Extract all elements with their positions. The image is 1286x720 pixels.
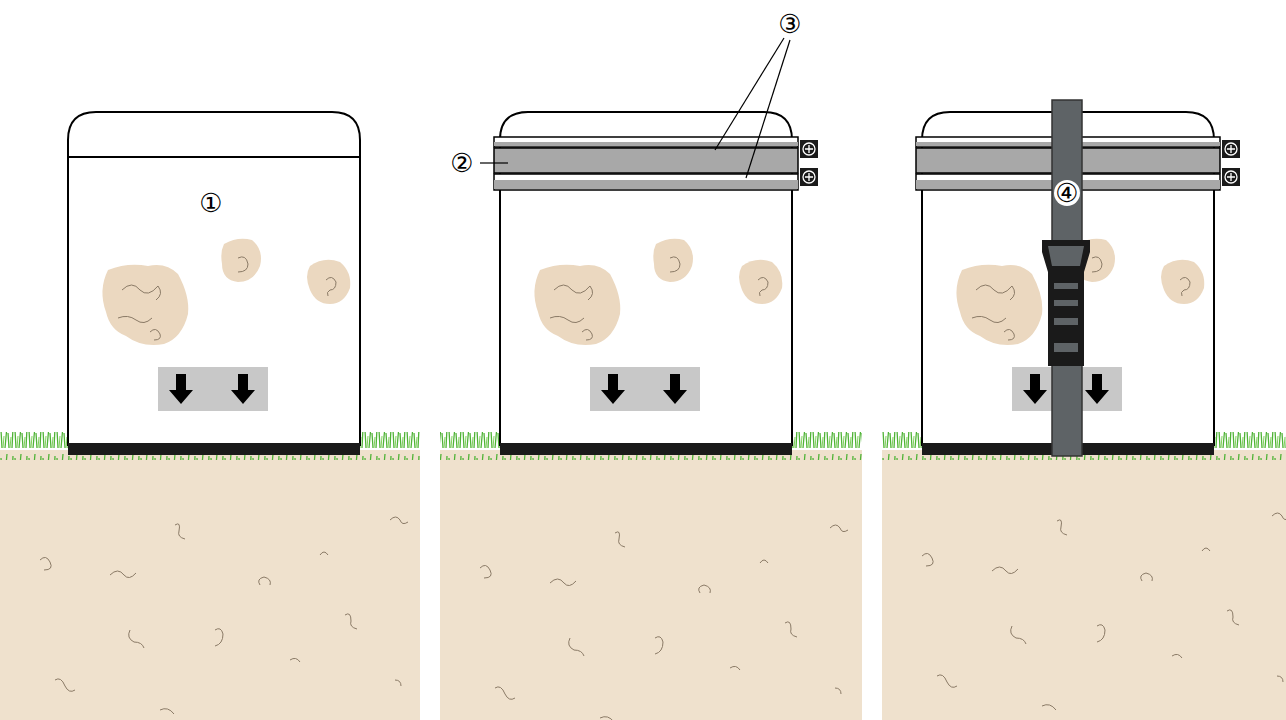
soil <box>0 450 420 720</box>
callout-ground <box>1054 180 1080 206</box>
container <box>68 112 360 455</box>
callout-number: ③ <box>778 11 801 37</box>
soil <box>440 450 862 720</box>
leader-line <box>480 162 508 163</box>
buckle <box>1042 240 1090 366</box>
soil <box>882 450 1286 720</box>
callout-number: ① <box>199 190 222 216</box>
callout-number: ④ <box>1055 180 1078 206</box>
clamp-band <box>494 137 818 190</box>
leader-line <box>746 40 790 178</box>
callout-number: ② <box>450 150 473 176</box>
leader-line <box>715 38 784 150</box>
